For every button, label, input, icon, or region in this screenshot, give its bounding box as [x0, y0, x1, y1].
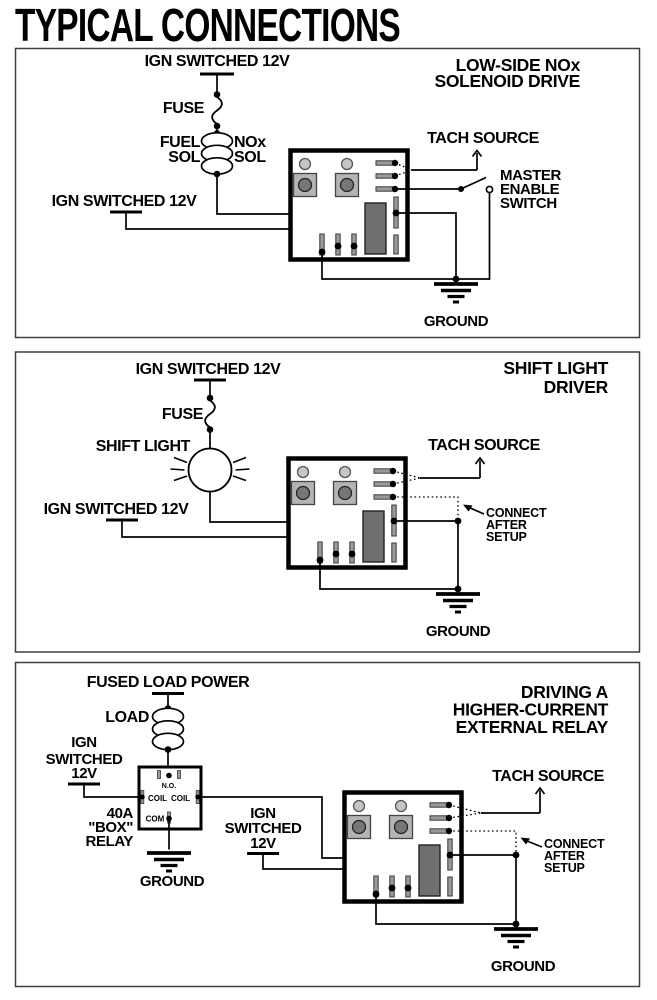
- solenoid-coil-icon: [200, 131, 234, 176]
- label-ign-switched-top: IGN SWITCHED 12V: [136, 361, 281, 378]
- label-ign-mid-3: 12V: [250, 835, 276, 852]
- label-ground: GROUND: [426, 623, 491, 640]
- panel-1-header-line2: SOLENOID DRIVE: [434, 71, 580, 91]
- panel-shift-light: SHIFT LIGHT DRIVER IGN SWITCHED 12V FUSE…: [14, 351, 641, 653]
- label-nox: NOx: [234, 134, 266, 151]
- controller-module: [289, 459, 406, 568]
- box-relay: N.O. COIL COIL COM: [137, 765, 203, 831]
- junction-dot: [206, 394, 214, 402]
- label-ign-left-2: SWITCHED: [46, 751, 123, 768]
- label-fused-load-power: FUSED LOAD POWER: [87, 674, 250, 691]
- label-connect-3: SETUP: [486, 530, 527, 544]
- label-relay-com: COM: [146, 815, 165, 824]
- label-connect-2: AFTER: [486, 518, 527, 532]
- connect-after-setup-arrow-icon: [520, 837, 543, 848]
- label-load: LOAD: [105, 709, 149, 726]
- label-ign-left-3: 12V: [71, 765, 97, 782]
- label-connect-2: AFTER: [544, 849, 585, 863]
- panel-low-side-nox: LOW-SIDE NOx SOLENOID DRIVE IGN SWITCHED…: [14, 47, 641, 339]
- label-sol-left: SOL: [168, 149, 200, 166]
- connect-after-setup-arrow-icon: [463, 504, 485, 515]
- label-relay-no: N.O.: [162, 783, 176, 790]
- page-title: TYPICAL CONNECTIONS: [15, 0, 400, 51]
- label-ign-switched-left: IGN SWITCHED 12V: [52, 193, 197, 210]
- label-shift-light: SHIFT LIGHT: [96, 438, 191, 455]
- label-relay-coil-left: COIL: [148, 794, 167, 803]
- label-master-2: ENABLE: [500, 181, 560, 198]
- wire-module-to-ground: [375, 894, 520, 928]
- panel-1-header-line1: LOW-SIDE NOx: [456, 55, 581, 75]
- label-relay-ground: GROUND: [140, 873, 205, 890]
- controller-module: [291, 151, 408, 260]
- label-relay-coil-right: COIL: [171, 794, 190, 803]
- label-tach-source: TACH SOURCE: [427, 130, 539, 147]
- label-ign-mid-1: IGN: [250, 805, 275, 822]
- label-relay-2: "BOX": [88, 819, 133, 836]
- wire-module-to-ground: [321, 212, 460, 283]
- tach-arrow-icon: [394, 149, 483, 177]
- tach-arrow-icon: [448, 786, 546, 819]
- connect-after-setup-wire: [393, 496, 462, 589]
- wire-module-to-ground: [319, 560, 462, 593]
- connect-after-setup-wire: [449, 830, 520, 924]
- label-master-1: MASTER: [500, 167, 562, 184]
- label-sol-right: SOL: [234, 149, 266, 166]
- label-ign-left-1: IGN: [71, 734, 96, 751]
- label-connect-3: SETUP: [544, 861, 585, 875]
- relay-no-terminal: [177, 770, 181, 779]
- label-connect-1: CONNECT: [486, 506, 547, 520]
- wire-ign-left-to-relay: [68, 782, 140, 798]
- label-fuel: FUEL: [160, 134, 201, 151]
- panel-external-relay: DRIVING A HIGHER-CURRENT EXTERNAL RELAY …: [14, 661, 641, 988]
- supply-stub-icon: [194, 378, 226, 397]
- label-relay-3: RELAY: [86, 833, 134, 850]
- junction-dot: [213, 91, 221, 98]
- supply-stub-icon: [200, 72, 234, 94]
- label-ground: GROUND: [491, 958, 556, 975]
- master-enable-switch-icon: [395, 176, 494, 280]
- label-master-3: SWITCH: [500, 195, 557, 212]
- panel-2-header-line2: DRIVER: [544, 377, 609, 397]
- label-relay-1: 40A: [107, 805, 134, 822]
- label-ground: GROUND: [424, 313, 489, 330]
- label-ign-switched-top: IGN SWITCHED 12V: [145, 53, 290, 70]
- label-fuse: FUSE: [163, 100, 205, 117]
- load-coil-icon: [151, 707, 185, 751]
- panel-3-header-line3: EXTERNAL RELAY: [456, 717, 609, 737]
- label-ign-switched-left: IGN SWITCHED 12V: [44, 501, 189, 518]
- panel-2-header-line1: SHIFT LIGHT: [503, 358, 608, 378]
- label-ign-mid-2: SWITCHED: [225, 820, 302, 837]
- panel-3-header-line2: HIGHER-CURRENT: [453, 700, 609, 720]
- panel-3-border: [14, 661, 641, 988]
- label-fuse: FUSE: [162, 406, 204, 423]
- label-tach-source: TACH SOURCE: [492, 768, 604, 785]
- label-tach-source: TACH SOURCE: [428, 437, 540, 454]
- panel-3-header-line1: DRIVING A: [521, 682, 609, 702]
- label-connect-1: CONNECT: [544, 837, 605, 851]
- relay-no-terminal: [157, 770, 161, 779]
- tach-arrow-icon: [392, 456, 486, 485]
- controller-module: [345, 793, 462, 902]
- supply-stub-icon: [152, 692, 184, 707]
